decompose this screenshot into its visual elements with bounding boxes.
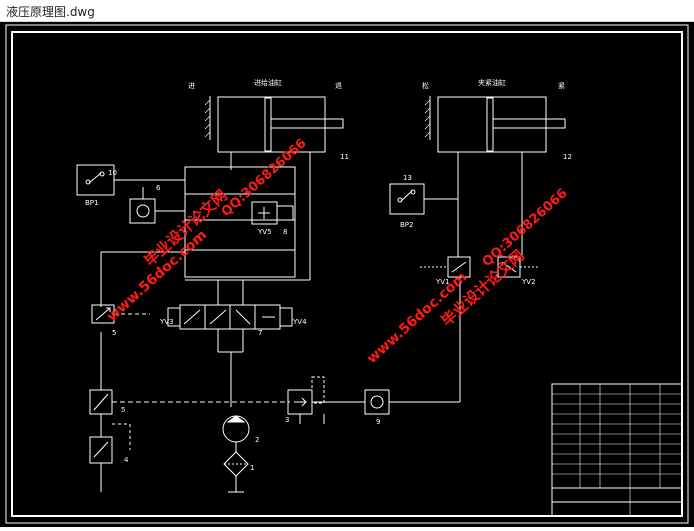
filter-number: 1	[250, 464, 254, 472]
bp2-label: BP2	[400, 221, 413, 229]
title-block	[551, 383, 683, 517]
feed-cylinder-number: 11	[340, 153, 349, 161]
bp1-label: BP1	[85, 199, 98, 207]
valve7-number: 7	[258, 329, 262, 337]
clamp-cylinder-number: 12	[563, 153, 572, 161]
hydraulic-schematic: 进给油缸 进 退 11 夹紧油缸 松 紧 12 BP1 10 BP2 13 6 …	[5, 24, 689, 524]
clamp-cylinder-label: 夹紧油缸	[478, 78, 506, 87]
check9-number: 9	[376, 418, 380, 426]
window-titlebar: 液压原理图.dwg	[0, 0, 694, 22]
clamp-right-port: 紧	[558, 81, 565, 90]
feed-left-port: 进	[188, 82, 195, 90]
bp1-number: 10	[108, 169, 117, 177]
feed-cylinder-label: 进给油缸	[254, 78, 282, 87]
bp2-number: 13	[403, 174, 412, 182]
yv3-label: YV3	[159, 318, 174, 326]
yv1-label: YV1	[435, 278, 450, 286]
drawing-canvas[interactable]: 进给油缸 进 退 11 夹紧油缸 松 紧 12 BP1 10 BP2 13 6 …	[0, 22, 694, 527]
clamp-cylinder-body	[437, 96, 547, 153]
relief3-number: 3	[285, 416, 289, 424]
outer-frame	[5, 24, 689, 524]
check6-number: 6	[156, 184, 161, 192]
bp2-box	[389, 183, 425, 215]
yv4-label: YV4	[292, 318, 307, 326]
inner-frame	[11, 31, 683, 517]
feed-cylinder-body	[217, 96, 326, 153]
valve4-number: 4	[124, 456, 129, 464]
clamp-left-port: 松	[422, 81, 429, 90]
yv5-label: YV5	[257, 228, 272, 236]
control-block	[184, 166, 296, 278]
pump-number: 2	[255, 436, 259, 444]
valve5top-number: 5	[112, 329, 116, 337]
yv5-number: 8	[283, 228, 287, 236]
window-title: 液压原理图.dwg	[6, 5, 95, 19]
yv2-label: YV2	[521, 278, 536, 286]
feed-right-port: 退	[335, 81, 342, 90]
valve5-number: 5	[121, 406, 125, 414]
